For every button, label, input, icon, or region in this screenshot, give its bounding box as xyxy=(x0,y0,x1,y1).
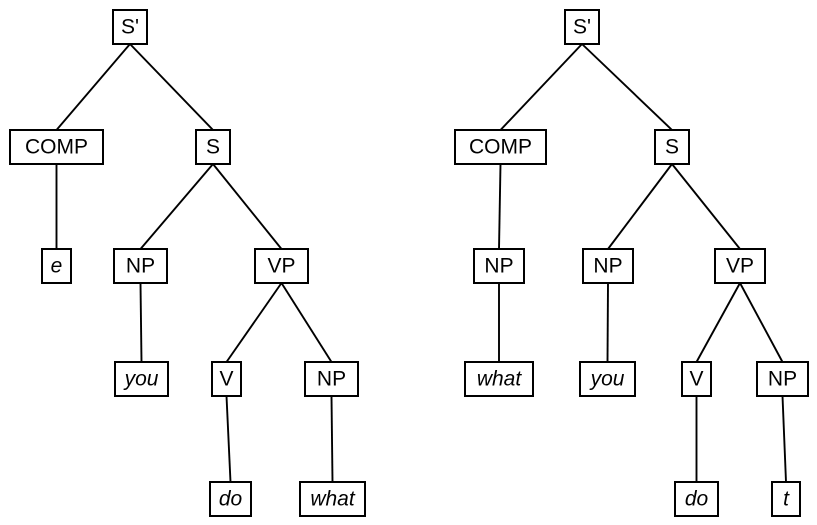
tree-edge xyxy=(330,395,334,483)
tree-node-s: S xyxy=(653,128,691,166)
node-box xyxy=(581,247,635,285)
node-box xyxy=(680,360,713,398)
node-label: V xyxy=(219,368,233,391)
tree-edge xyxy=(55,43,131,131)
node-label: S xyxy=(206,136,220,159)
terminal-node-t: t xyxy=(770,480,802,518)
node-label: e xyxy=(51,255,63,278)
node-box xyxy=(208,480,253,518)
node-box xyxy=(453,128,548,166)
node-box xyxy=(113,360,170,398)
node-label: S' xyxy=(573,16,591,39)
node-label: you xyxy=(589,368,625,391)
tree-edge xyxy=(212,163,283,250)
node-label: VP xyxy=(726,255,754,278)
node-box xyxy=(653,128,691,166)
tree-edge xyxy=(781,395,787,483)
node-label: COMP xyxy=(469,136,532,159)
node-label: NP xyxy=(593,255,622,278)
node-label: S xyxy=(665,136,679,159)
node-box xyxy=(463,360,535,398)
node-box xyxy=(111,8,149,46)
node-label: do xyxy=(685,488,709,511)
tree-edge xyxy=(581,43,673,131)
node-label: t xyxy=(783,488,790,511)
tree-nodes-right-tree: S' COMP S NP NP VP what you V NP do t xyxy=(453,8,810,518)
node-box xyxy=(112,247,169,285)
node-box xyxy=(253,247,310,285)
tree-node-vp: VP xyxy=(253,247,310,285)
node-label: S' xyxy=(121,16,139,39)
tree-edge xyxy=(695,282,741,363)
node-label: what xyxy=(477,368,523,391)
node-box xyxy=(755,360,810,398)
tree-node-sbar: S' xyxy=(111,8,149,46)
tree-edge xyxy=(280,282,333,363)
node-box xyxy=(298,480,367,518)
terminal-node-what: what xyxy=(298,480,367,518)
node-box xyxy=(673,480,720,518)
node-box xyxy=(40,247,73,285)
terminal-node-you: you xyxy=(578,360,637,398)
tree-node-np: NP xyxy=(755,360,810,398)
tree-node-v: V xyxy=(210,360,243,398)
tree-edge xyxy=(671,163,741,250)
edges-layer xyxy=(55,43,787,483)
tree-node-comp: COMP xyxy=(453,128,548,166)
node-label: COMP xyxy=(25,136,88,159)
tree-edge xyxy=(139,163,214,250)
tree-node-s: S xyxy=(194,128,232,166)
terminal-node-do: do xyxy=(208,480,253,518)
tree-edge xyxy=(499,43,583,131)
tree-node-np: NP xyxy=(112,247,169,285)
tree-node-np: NP xyxy=(303,360,360,398)
node-box xyxy=(303,360,360,398)
node-label: NP xyxy=(126,255,155,278)
node-label: do xyxy=(219,488,243,511)
node-box xyxy=(210,360,243,398)
terminal-node-what: what xyxy=(463,360,535,398)
terminal-node-you: you xyxy=(113,360,170,398)
node-box xyxy=(770,480,802,518)
node-box xyxy=(578,360,637,398)
tree-edge xyxy=(225,395,232,483)
node-box xyxy=(472,247,526,285)
tree-node-v: V xyxy=(680,360,713,398)
tree-node-vp: VP xyxy=(713,247,767,285)
node-label: NP xyxy=(317,368,346,391)
node-box xyxy=(194,128,232,166)
tree-edge xyxy=(607,163,673,250)
tree-node-np: NP xyxy=(472,247,526,285)
tree-edge xyxy=(606,282,609,363)
tree-edge xyxy=(739,282,784,363)
tree-edge xyxy=(129,43,214,131)
tree-edges-left-tree xyxy=(55,43,334,483)
terminal-node-e: e xyxy=(40,247,73,285)
node-label: NP xyxy=(484,255,513,278)
node-box xyxy=(713,247,767,285)
tree-edges-right-tree xyxy=(498,43,787,483)
node-label: what xyxy=(310,488,356,511)
tree-edge xyxy=(498,163,502,250)
tree-node-np: NP xyxy=(581,247,635,285)
terminal-node-do: do xyxy=(673,480,720,518)
node-box xyxy=(563,8,601,46)
node-label: VP xyxy=(267,255,295,278)
node-label: V xyxy=(689,368,703,391)
node-label: you xyxy=(123,368,159,391)
tree-node-comp: COMP xyxy=(8,128,105,166)
node-box xyxy=(8,128,105,166)
tree-edge xyxy=(225,282,283,363)
tree-edge xyxy=(139,282,143,363)
tree-node-sbar: S' xyxy=(563,8,601,46)
node-label: NP xyxy=(768,368,797,391)
